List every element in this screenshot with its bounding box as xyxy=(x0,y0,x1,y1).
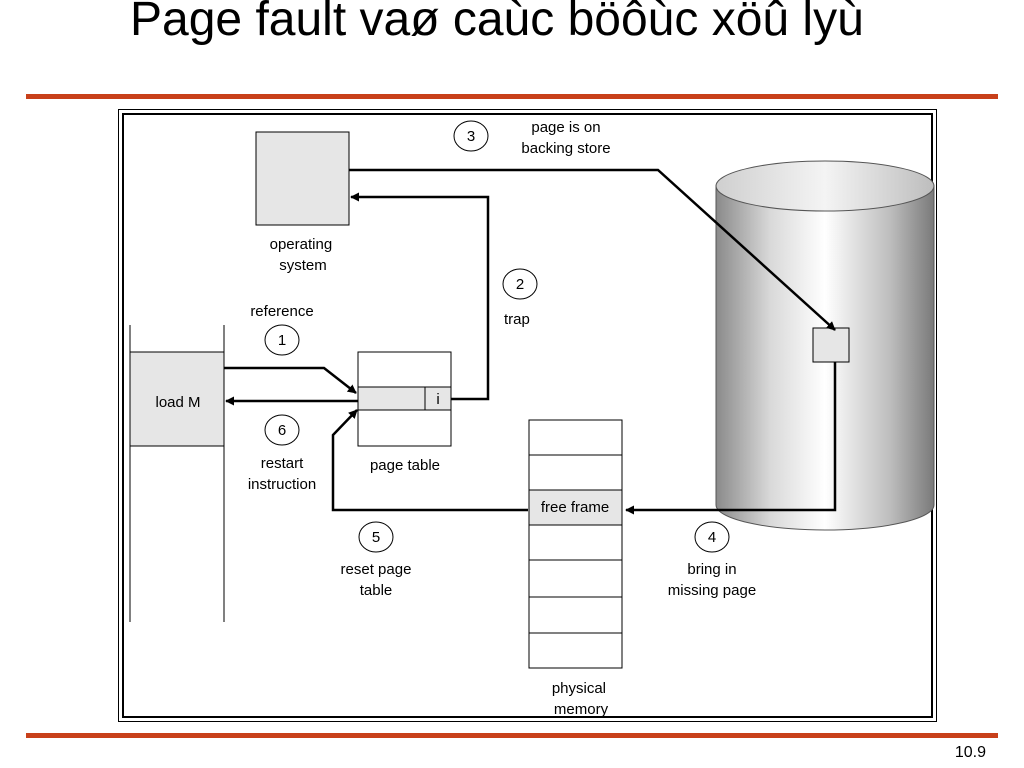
step-4-circle xyxy=(694,521,730,553)
memory-frame xyxy=(528,596,623,634)
slide-title: Page fault vaø caùc böôùc xöû lyù xyxy=(130,0,864,46)
memory-frame xyxy=(528,419,623,456)
step-4-number: 4 xyxy=(708,529,716,546)
step-3-number: 3 xyxy=(467,128,475,145)
invalid-bit: i xyxy=(436,391,439,408)
physical-memory-label: physical memory xyxy=(552,680,610,718)
memory-frame xyxy=(528,454,623,491)
arrow-trap xyxy=(350,192,490,401)
step-2-number: 2 xyxy=(516,276,524,293)
page-number: 10.9 xyxy=(954,744,986,761)
arrow-reset-page-table xyxy=(331,409,528,512)
memory-frame xyxy=(528,632,623,669)
step-1-number: 1 xyxy=(278,332,286,349)
load-m-instruction: load M xyxy=(155,394,200,411)
arrow-page-on-backing-store xyxy=(349,168,836,331)
bottom-divider xyxy=(26,733,998,738)
arrow-reference xyxy=(224,366,357,394)
step-2-label: trap xyxy=(504,311,530,328)
step-1-circle xyxy=(264,324,300,356)
arrow-bring-in-page xyxy=(625,362,837,515)
step-6-number: 6 xyxy=(278,422,286,439)
step-5-circle xyxy=(358,521,394,553)
memory-frame xyxy=(528,559,623,598)
free-frame-label: free frame xyxy=(541,499,609,516)
free-frame xyxy=(528,489,623,526)
physical-memory xyxy=(528,419,623,669)
step-2: 2 trap xyxy=(502,268,538,328)
memory-frame xyxy=(528,524,623,561)
program-memory xyxy=(129,325,225,622)
step-2-circle xyxy=(502,268,538,300)
step-1-label: reference xyxy=(250,303,313,320)
figure-frame xyxy=(118,109,937,722)
step-1: 1 reference xyxy=(250,303,314,356)
missing-page-block xyxy=(812,327,850,363)
top-divider xyxy=(26,94,998,99)
operating-system-label: operating system xyxy=(270,236,337,274)
operating-system-box xyxy=(255,131,350,226)
step-6-circle xyxy=(264,414,300,446)
step-5-number: 5 xyxy=(372,529,380,546)
step-3-circle xyxy=(453,120,489,152)
page-table-label: page table xyxy=(370,457,440,474)
